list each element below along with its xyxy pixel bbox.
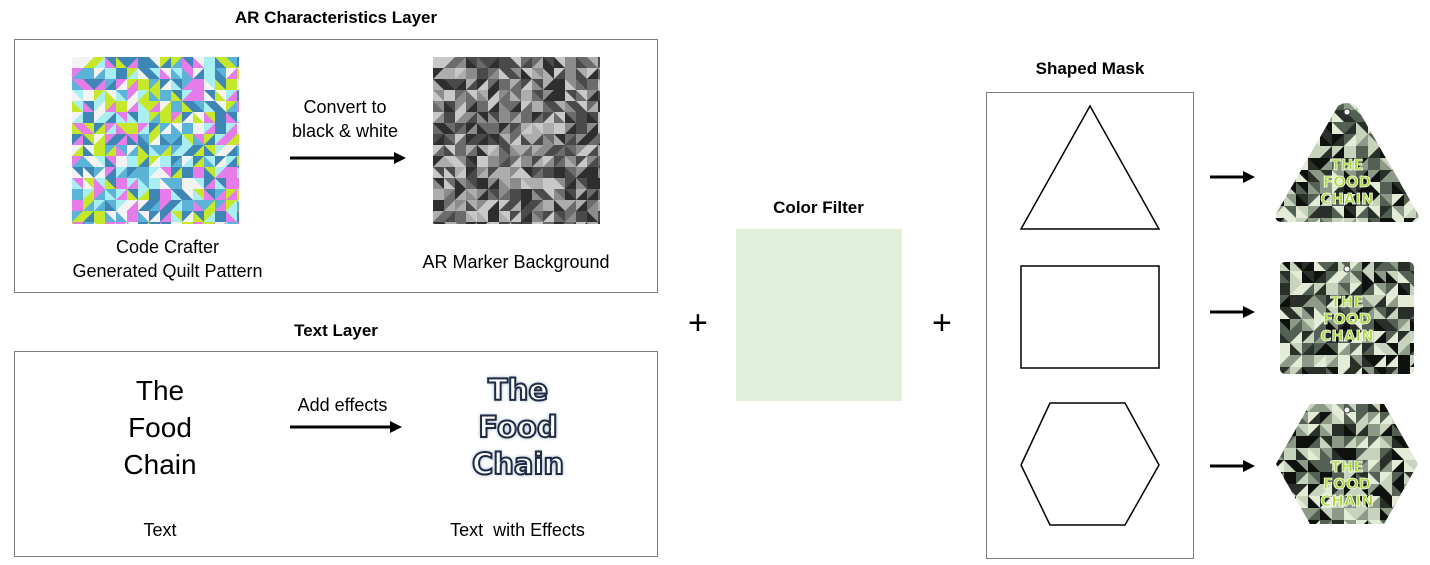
quilt-caption: Code Crafter Generated Quilt Pattern — [72, 237, 263, 281]
hexagon-result-arrow — [1210, 460, 1255, 472]
rectangle-result-arrow — [1210, 306, 1255, 318]
quilt-tiles — [72, 57, 239, 224]
tag-hole — [1343, 406, 1351, 414]
tag-text-line: CHAIN — [1320, 492, 1373, 510]
tag-text-line: CHAIN — [1320, 190, 1373, 208]
add-effects-arrow — [290, 421, 402, 433]
text-layer-title: Text Layer — [294, 321, 378, 340]
tag-text-line: CHAIN — [1320, 327, 1373, 345]
convert-arrow — [290, 152, 406, 164]
tag-pattern — [1280, 262, 1414, 374]
plain-text-sample: The Food Chain — [123, 375, 197, 480]
tag-text-line: THE — [1330, 293, 1363, 311]
shaped-mask-title: Shaped Mask — [1035, 59, 1145, 78]
tag-text-line: FOOD — [1323, 310, 1371, 328]
rectangle-mask-shape — [1020, 265, 1160, 369]
color-filter-swatch — [736, 229, 902, 401]
tag-hole — [1343, 265, 1351, 273]
bw-tiles — [433, 57, 600, 224]
plus-operator-1: + — [688, 304, 708, 342]
hexagon-mask-shape — [1020, 402, 1160, 526]
text-layer-panel — [14, 351, 658, 557]
marker-caption: AR Marker Background — [422, 252, 610, 272]
tag-hole — [1343, 108, 1351, 116]
convert-arrow-label: Convert to black & white — [291, 97, 399, 141]
color-filter-title: Color Filter — [773, 198, 864, 217]
bw-marker-image — [433, 57, 600, 224]
tag-text-line: FOOD — [1323, 475, 1371, 493]
tag-text-line: THE — [1330, 458, 1363, 476]
add-effects-label: Add effects — [297, 395, 388, 415]
effect-text-sample: The Food Chain — [471, 372, 565, 482]
plus-operator-2: + — [932, 304, 952, 342]
ar-layer-title: AR Characteristics Layer — [234, 8, 438, 27]
tag-text-line: FOOD — [1323, 173, 1371, 191]
quilt-pattern-image — [72, 57, 239, 224]
plain-text-caption: Text — [143, 520, 177, 540]
tag-text-line: THE — [1330, 156, 1363, 174]
triangle-result-arrow — [1210, 171, 1255, 183]
triangle-mask-shape — [1019, 104, 1161, 230]
effect-text-caption: Text with Effects — [450, 520, 585, 540]
